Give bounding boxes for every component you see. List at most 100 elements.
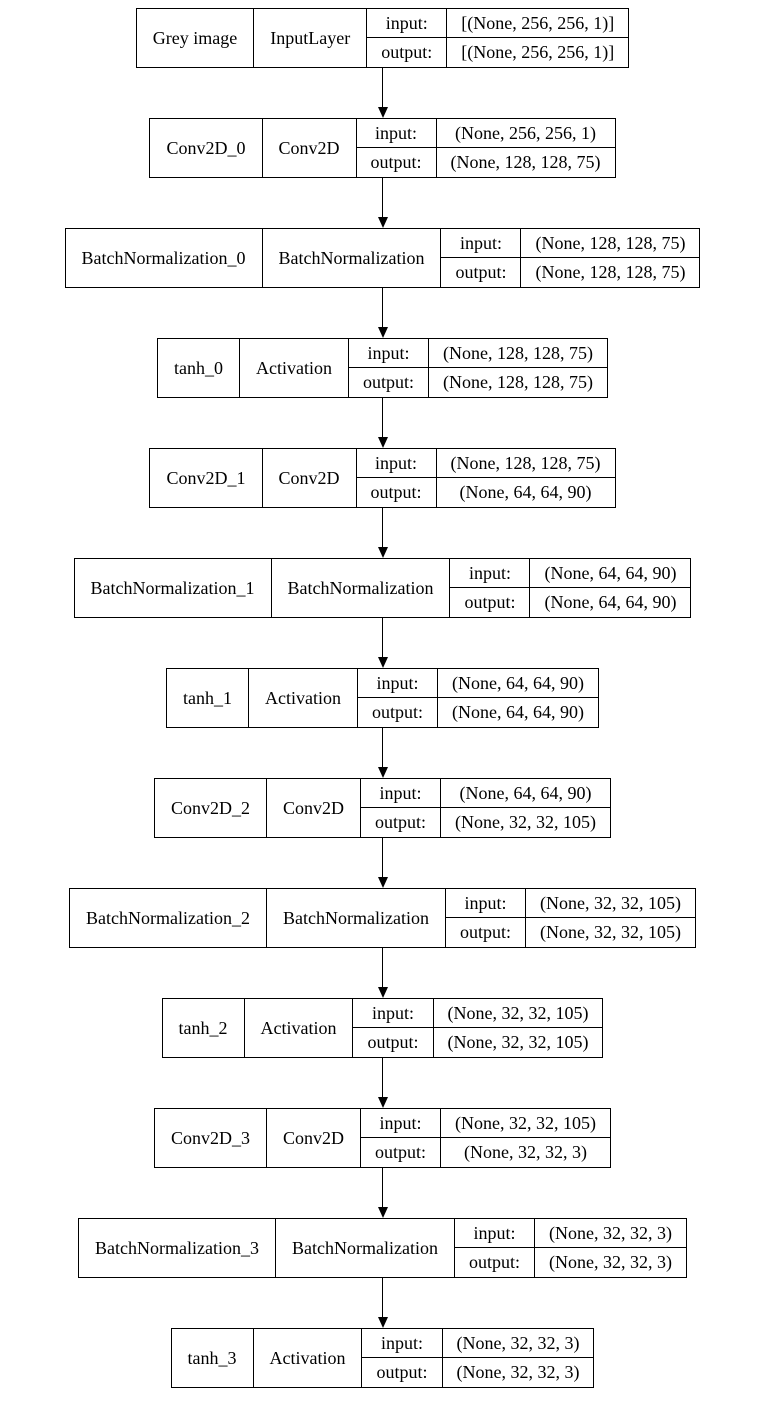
layer-node: Conv2D_0 Conv2D input: (None, 256, 256, … xyxy=(149,118,616,178)
layer-node: tanh_2 Activation input: (None, 32, 32, … xyxy=(161,998,604,1058)
output-shape: [(None, 256, 256, 1)] xyxy=(461,42,615,62)
layer-name: BatchNormalization_1 xyxy=(75,559,272,617)
layer-io-table: input: (None, 64, 64, 90) output: (None,… xyxy=(450,559,691,617)
arrow-line xyxy=(382,508,383,547)
layer-io-table: input: (None, 64, 64, 90) output: (None,… xyxy=(357,669,598,727)
arrow-line xyxy=(382,1168,383,1207)
input-label: input: xyxy=(356,119,437,148)
input-label: input: xyxy=(441,229,522,258)
output-label: output: xyxy=(362,1358,443,1387)
arrow-connector xyxy=(377,1278,388,1328)
layer-type: BatchNormalization xyxy=(267,889,446,947)
input-shape: (None, 64, 64, 90) xyxy=(438,669,598,698)
output-label: output: xyxy=(353,1028,434,1057)
arrowhead-icon xyxy=(377,547,388,558)
input-shape: (None, 32, 32, 3) xyxy=(442,1329,594,1358)
input-label: input: xyxy=(367,9,448,38)
output-label: output: xyxy=(446,918,526,947)
input-shape: (None, 128, 128, 75) xyxy=(429,339,607,368)
arrowhead-icon xyxy=(377,877,388,888)
arrowhead-icon xyxy=(377,767,388,778)
layer-name: Conv2D_3 xyxy=(155,1109,267,1167)
layer-type: Conv2D xyxy=(263,119,357,177)
arrowhead-icon xyxy=(377,107,388,118)
layer-type: Conv2D xyxy=(263,449,357,507)
arrow-connector xyxy=(377,1168,388,1218)
layer-io-table: input: (None, 128, 128, 75) output: (Non… xyxy=(356,449,615,507)
layer-io-table: input: (None, 128, 128, 75) output: (Non… xyxy=(441,229,700,287)
arrowhead-icon xyxy=(377,1317,388,1328)
arrow-connector xyxy=(377,288,388,338)
input-shape: (None, 128, 128, 75) xyxy=(436,449,615,478)
input-shape: (None, 32, 32, 105) xyxy=(525,889,695,918)
layer-name: tanh_1 xyxy=(167,669,249,727)
output-shape: (None, 128, 128, 75) xyxy=(535,262,686,282)
output-label: output: xyxy=(367,38,448,67)
output-label: output: xyxy=(349,368,429,397)
input-shape: (None, 32, 32, 3) xyxy=(534,1219,686,1248)
arrow-connector xyxy=(377,68,388,118)
layer-type: Conv2D xyxy=(267,1109,362,1167)
layer-type: Conv2D xyxy=(267,779,362,837)
layer-io-table: input: (None, 64, 64, 90) output: (None,… xyxy=(361,779,611,837)
layer-name: tanh_2 xyxy=(163,999,245,1057)
output-label: output: xyxy=(450,588,531,617)
layer-name: Conv2D_1 xyxy=(150,449,263,507)
layer-io-table: input: (None, 32, 32, 105) output: (None… xyxy=(353,999,603,1057)
input-shape: (None, 64, 64, 90) xyxy=(441,779,611,808)
input-label: input: xyxy=(353,999,434,1028)
input-shape: (None, 64, 64, 90) xyxy=(530,559,691,588)
layer-node: Conv2D_2 Conv2D input: (None, 64, 64, 90… xyxy=(153,778,612,838)
layer-name: Conv2D_2 xyxy=(155,779,267,837)
output-shape: (None, 32, 32, 3) xyxy=(548,1252,672,1272)
input-label: input: xyxy=(348,339,429,368)
output-label: output: xyxy=(361,1138,442,1167)
arrow-line xyxy=(382,68,383,107)
output-label: output: xyxy=(441,258,522,287)
layer-node: tanh_3 Activation input: (None, 32, 32, … xyxy=(170,1328,595,1388)
output-shape: (None, 32, 32, 105) xyxy=(447,1032,589,1052)
layer-node: BatchNormalization_0 BatchNormalization … xyxy=(64,228,701,288)
output-shape: (None, 32, 32, 3) xyxy=(456,1362,580,1382)
layer-type: BatchNormalization xyxy=(272,559,451,617)
arrow-connector xyxy=(377,948,388,998)
input-label: input: xyxy=(454,1219,535,1248)
layer-io-table: input: (None, 256, 256, 1) output: (None… xyxy=(356,119,615,177)
arrow-connector xyxy=(377,838,388,888)
arrow-connector xyxy=(377,178,388,228)
input-label: input: xyxy=(361,1109,442,1138)
output-shape: (None, 64, 64, 90) xyxy=(459,482,592,502)
arrow-line xyxy=(382,398,383,437)
arrowhead-icon xyxy=(377,217,388,228)
layer-type: BatchNormalization xyxy=(276,1219,455,1277)
arrow-connector xyxy=(377,508,388,558)
input-shape: (None, 256, 256, 1) xyxy=(436,119,615,148)
arrowhead-icon xyxy=(377,987,388,998)
layer-type: BatchNormalization xyxy=(263,229,442,287)
arrow-line xyxy=(382,178,383,217)
arrow-line xyxy=(382,288,383,327)
layer-io-table: input: (None, 32, 32, 105) output: (None… xyxy=(361,1109,611,1167)
arrow-line xyxy=(382,838,383,877)
arrowhead-icon xyxy=(377,1097,388,1108)
output-label: output: xyxy=(358,698,438,727)
layer-name: BatchNormalization_2 xyxy=(70,889,267,947)
input-shape: (None, 32, 32, 105) xyxy=(441,1109,611,1138)
output-shape: (None, 64, 64, 90) xyxy=(452,702,584,722)
arrow-connector xyxy=(377,1058,388,1108)
output-label: output: xyxy=(357,148,437,177)
arrowhead-icon xyxy=(377,657,388,668)
layer-io-table: input: (None, 128, 128, 75) output: (Non… xyxy=(348,339,607,397)
output-shape: (None, 32, 32, 3) xyxy=(464,1142,588,1162)
arrow-line xyxy=(382,728,383,767)
layer-node: tanh_0 Activation input: (None, 128, 128… xyxy=(157,338,608,398)
input-label: input: xyxy=(356,449,437,478)
output-shape: (None, 64, 64, 90) xyxy=(544,592,677,612)
layer-node: Grey image InputLayer input: [(None, 256… xyxy=(135,8,630,68)
layer-name: tanh_0 xyxy=(158,339,240,397)
input-label: input: xyxy=(450,559,531,588)
arrowhead-icon xyxy=(377,437,388,448)
layer-type: Activation xyxy=(249,669,358,727)
output-label: output: xyxy=(357,478,437,507)
